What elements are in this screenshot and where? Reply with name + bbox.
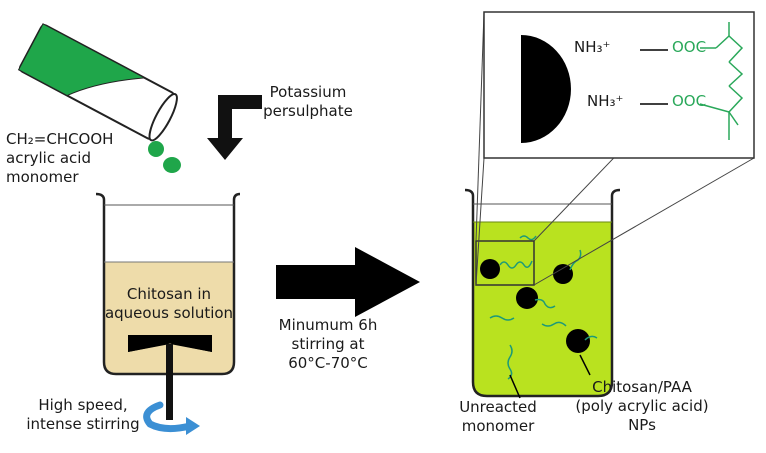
nanoparticle [566, 329, 590, 353]
solution-label: aqueous solution [104, 304, 234, 322]
nanoparticle-label: Chitosan/PAA [592, 378, 692, 396]
monomer-formula: CH₂=CHCOOH [6, 130, 114, 148]
condition-label: stirring at [291, 335, 365, 353]
right-beaker [464, 188, 621, 398]
stirring-label: High speed, [38, 396, 128, 414]
condition-label: 60°C-70°C [288, 354, 368, 372]
unreacted-label: monomer [461, 417, 535, 435]
monomer-name: monomer [6, 168, 79, 186]
nanoparticle [516, 287, 538, 309]
carboxylate-label: OOC [672, 38, 707, 56]
monomer-tube-icon [17, 23, 178, 142]
rotation-arrow-icon [143, 401, 200, 435]
solution-label: Chitosan in [126, 285, 212, 303]
monomer-droplet [148, 141, 164, 157]
condition-label: Minumum 6h [278, 316, 378, 334]
nanoparticle-label: (poly acrylic acid) [575, 397, 709, 415]
monomer-droplet [163, 157, 181, 173]
reaction-arrow-icon [276, 247, 420, 317]
nanoparticle-label: NPs [628, 416, 656, 434]
polymer-backbone [699, 22, 744, 140]
unreacted-label: Unreacted [459, 398, 537, 416]
initiator-arrow-icon [207, 95, 262, 160]
initiator-label: persulphate [263, 102, 353, 120]
label-leader [509, 374, 521, 399]
nanoparticle [553, 264, 573, 284]
zoom-region [475, 240, 535, 286]
initiator-label: Potassium [269, 83, 347, 101]
nanoparticle-surface [521, 35, 571, 143]
label-leader [579, 354, 591, 376]
stirring-label: intense stirring [26, 415, 140, 433]
amine-label: NH₃⁺ [574, 38, 611, 56]
stirrer-icon [128, 335, 212, 420]
nanoparticle [480, 259, 500, 279]
amine-label: NH₃⁺ [587, 92, 624, 110]
carboxylate-label: OOC [672, 92, 707, 110]
monomer-name: acrylic acid [6, 149, 91, 167]
